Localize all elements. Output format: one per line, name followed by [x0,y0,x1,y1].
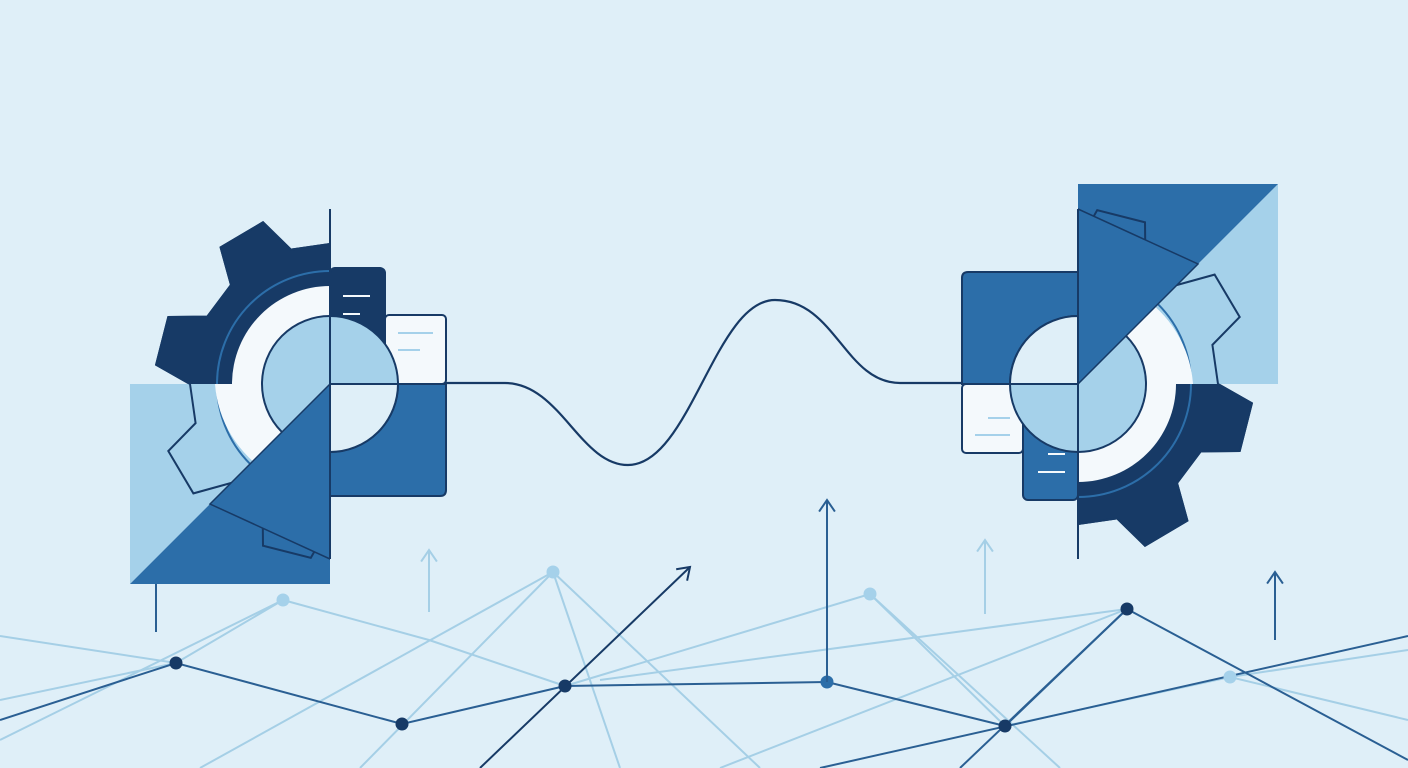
network-link-light [359,571,554,768]
network-link-light [564,592,1006,727]
arrow-head [420,548,438,563]
arrow-shaft [479,566,691,768]
network-link-light [599,608,1128,681]
network-node [1120,602,1134,616]
arrow-up-icon [976,538,994,614]
network-graph [0,565,1408,768]
gear-sector [208,382,330,560]
network-link-light [552,571,621,768]
right-gear-icon [961,184,1278,559]
arrow-head [676,565,692,581]
network-node [276,593,290,607]
wave-connector [446,298,962,467]
gear-sector [1078,208,1200,386]
arrow-head [1266,570,1284,585]
arrow-head [818,498,836,513]
network-link-light [1004,675,1408,727]
arrow-up-icon [1266,570,1284,640]
arrow-up-icon [818,498,836,682]
gear-outline [1078,208,1254,547]
network-link-light [719,608,1128,768]
network-link-light [869,593,1061,768]
network-node [546,565,560,579]
arrow-head [976,538,994,553]
network-link-light [1229,649,1408,678]
network-node [863,587,877,601]
arrow-up-icon [479,565,692,768]
gear-hub-cutout [329,383,400,454]
arrow-up-icon [420,548,438,612]
left-gear-icon [130,209,447,584]
network-link-dark [819,635,1408,768]
network-node [395,717,409,731]
network-link-light [0,662,177,701]
network-node [1223,670,1237,684]
gear-hub-cutout [1008,314,1079,385]
network-node [169,656,183,670]
gear-outline [154,221,330,560]
network-link-dark [959,608,1128,768]
network-node [998,719,1012,733]
